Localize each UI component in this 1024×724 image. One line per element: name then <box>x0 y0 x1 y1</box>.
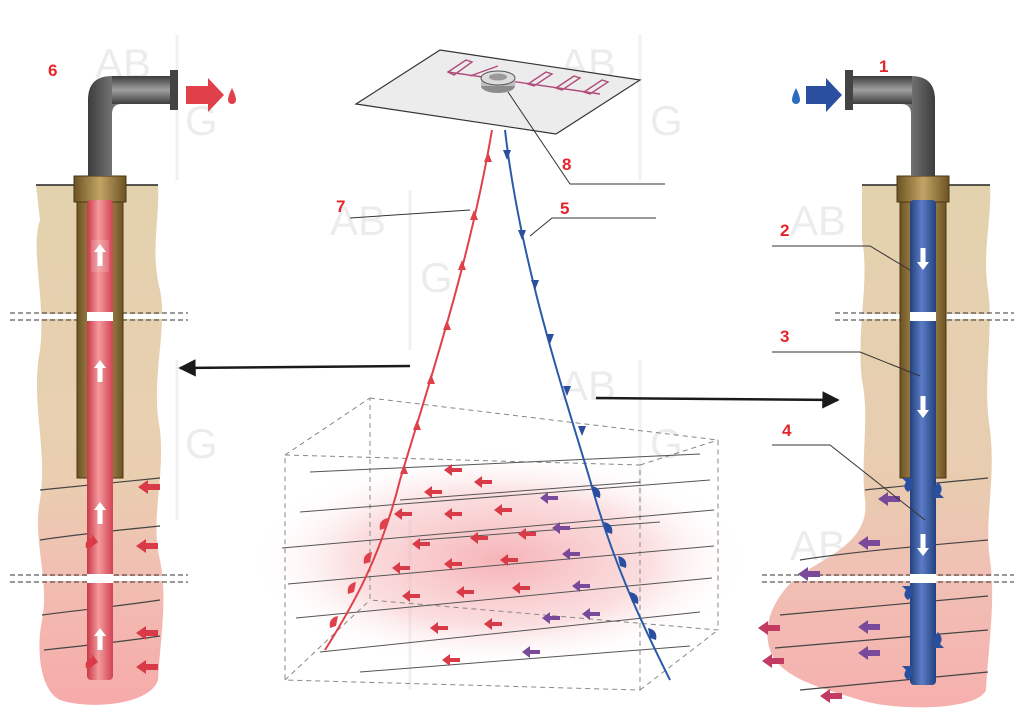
arrow-up-icon <box>91 240 109 272</box>
production-well <box>10 70 236 705</box>
droplet-icon <box>228 88 236 104</box>
heat-exchanger-unit <box>480 70 516 93</box>
reservoir-block <box>250 129 750 691</box>
watermark-text: G <box>650 97 683 144</box>
label-7: 7 <box>336 197 345 216</box>
flow-arrows-cold <box>522 492 600 658</box>
injection-pipe <box>910 200 936 685</box>
inflow-arrow-icon <box>806 78 842 112</box>
injection-well <box>758 70 1014 708</box>
watermark-text: G <box>185 420 218 467</box>
watermark-text: AB <box>560 362 616 409</box>
watermark-text: G <box>420 254 453 301</box>
watermark-text: G <box>650 420 683 467</box>
label-2: 2 <box>780 221 789 240</box>
outflow-arrow-icon <box>186 78 224 112</box>
label-4: 4 <box>782 421 792 440</box>
production-line <box>324 129 493 651</box>
label-8: 8 <box>562 155 571 174</box>
zoom-arrow-right <box>595 391 840 409</box>
watermark-text: AB <box>330 197 386 244</box>
watermark-text: AB <box>790 197 846 244</box>
fracture-lines <box>281 453 715 673</box>
label-1: 1 <box>879 57 888 76</box>
zoom-arrow-left <box>178 359 411 377</box>
label-6: 6 <box>48 61 57 80</box>
label-5: 5 <box>560 199 569 218</box>
flow-arrows-hot <box>392 464 536 666</box>
droplet-icon <box>792 88 800 104</box>
surface-plant <box>354 49 642 135</box>
leader-lines <box>349 91 926 521</box>
label-3: 3 <box>780 327 789 346</box>
